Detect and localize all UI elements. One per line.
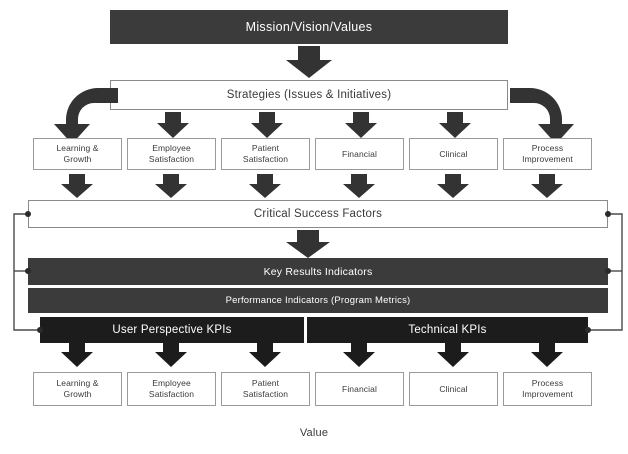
arrow-kpi-to-clinical (437, 341, 469, 367)
perspective-box-clinical-top: Clinical (409, 138, 498, 170)
arrow-mission-to-strategies (286, 46, 332, 78)
perspective-box-financial-bottom: Financial (315, 372, 404, 406)
perspective-box-clinical-bottom: Clinical (409, 372, 498, 406)
perspective-label-line2: Satisfaction (148, 154, 195, 164)
perspective-label-line1: Employee (152, 378, 191, 389)
perspective-label-line2: Improvement (522, 389, 573, 399)
perspective-box-learning-growth-top: Learning & Growth (33, 138, 122, 170)
performance-indicators-bar: Performance Indicators (Program Metrics) (28, 288, 608, 313)
perspective-box-employee-satisfaction-top: Employee Satisfaction (127, 138, 216, 170)
perspective-box-patient-satisfaction-bottom: Patient Satisfaction (221, 372, 310, 406)
perspective-label-line2: Satisfaction (148, 389, 195, 399)
arrow-strategies-to-clinical (439, 112, 471, 138)
perspective-label-line1: Clinical (439, 383, 468, 394)
strategies-bar: Strategies (Issues & Initiatives) (110, 80, 508, 110)
perspective-label-line2: Improvement (522, 154, 573, 164)
elbow-arrow-right (510, 88, 574, 144)
arrow-process-improvement-to-csf (531, 174, 563, 198)
key-results-indicators-bar: Key Results Indicators (28, 258, 608, 285)
perspective-label-line2: Satisfaction (242, 154, 289, 164)
perspective-label-line2: Satisfaction (242, 389, 289, 399)
arrow-kpi-to-learning-growth (61, 341, 93, 367)
perspective-box-learning-growth-bottom: Learning & Growth (33, 372, 122, 406)
perspective-box-process-improvement-bottom: Process Improvement (503, 372, 592, 406)
user-perspective-kpis-bar: User Perspective KPIs (40, 317, 304, 343)
perspective-label-line1: Learning & (56, 143, 99, 154)
arrow-csf-to-kri (286, 230, 330, 258)
perspective-box-employee-satisfaction-bottom: Employee Satisfaction (127, 372, 216, 406)
perspective-label-line1: Patient (251, 143, 280, 154)
arrow-kpi-to-financial (343, 341, 375, 367)
arrow-clinical-to-csf (437, 174, 469, 198)
arrow-strategies-to-employee-satisfaction (157, 112, 189, 138)
arrow-patient-satisfaction-to-csf (249, 174, 281, 198)
arrow-kpi-to-process-improvement (531, 341, 563, 367)
value-footer-label: Value (299, 427, 329, 439)
perspective-label-line1: Learning & (56, 378, 99, 389)
perspective-label-line1: Financial (342, 148, 377, 159)
perspective-label-line2: Growth (63, 389, 92, 399)
arrow-strategies-to-financial (345, 112, 377, 138)
technical-kpis-bar: Technical KPIs (307, 317, 588, 343)
perspective-box-patient-satisfaction-top: Patient Satisfaction (221, 138, 310, 170)
arrow-employee-satisfaction-to-csf (155, 174, 187, 198)
arrow-financial-to-csf (343, 174, 375, 198)
perspective-label-line1: Process (531, 378, 564, 389)
perspective-label-line1: Process (531, 143, 564, 154)
perspective-box-process-improvement-top: Process Improvement (503, 138, 592, 170)
elbow-arrow-left (54, 88, 118, 144)
arrow-kpi-to-employee-satisfaction (155, 341, 187, 367)
perspective-box-financial-top: Financial (315, 138, 404, 170)
arrow-strategies-to-patient-satisfaction (251, 112, 283, 138)
mission-vision-values-bar: Mission/Vision/Values (110, 10, 508, 44)
arrow-learning-growth-to-csf (61, 174, 93, 198)
perspective-label-line2: Growth (63, 154, 92, 164)
perspective-label-line1: Patient (251, 378, 280, 389)
critical-success-factors-bar: Critical Success Factors (28, 200, 608, 228)
arrow-kpi-to-patient-satisfaction (249, 341, 281, 367)
perspective-label-line1: Financial (342, 383, 377, 394)
perspective-label-line1: Employee (152, 143, 191, 154)
perspective-label-line1: Clinical (439, 148, 468, 159)
